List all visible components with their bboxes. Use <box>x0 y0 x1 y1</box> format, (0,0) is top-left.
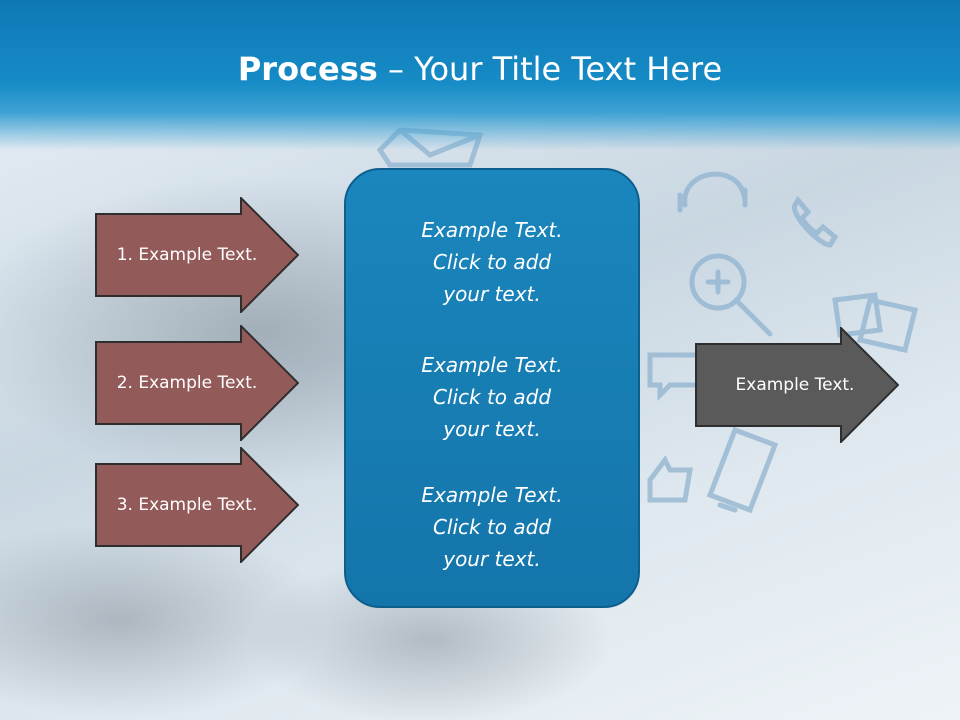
center-item-2-line-1: Example Text. <box>421 353 563 377</box>
center-item-2-line-3: your text. <box>443 417 541 441</box>
center-text-box[interactable]: Example Text. Click to add your text. Ex… <box>344 168 640 608</box>
center-item-3-line-3: your text. <box>443 547 541 571</box>
step-arrow-2-label: 2. Example Text. <box>116 373 258 393</box>
smartphone-icon <box>706 426 779 514</box>
headset-icon <box>677 171 748 213</box>
output-arrow-label: Example Text. <box>735 375 855 395</box>
step-arrow-2-shape <box>95 325 299 441</box>
center-item-1-line-3: your text. <box>443 282 541 306</box>
center-item-3: Example Text. Click to add your text. <box>346 479 638 575</box>
center-item-3-line-1: Example Text. <box>421 483 563 507</box>
like-icon <box>647 455 693 503</box>
step-arrow-3-shape <box>95 447 299 563</box>
center-item-1-line-1: Example Text. <box>421 218 563 242</box>
step-arrow-3[interactable]: 3. Example Text. <box>95 447 299 563</box>
step-arrow-1-shape <box>95 197 299 313</box>
center-item-2-line-2: Click to add <box>432 385 552 409</box>
phone-icon <box>792 195 839 248</box>
title-bold: Process <box>237 50 378 88</box>
media-icon <box>832 292 919 353</box>
zoom-icon <box>689 253 747 311</box>
title-rest: – Your Title Text Here <box>377 50 723 88</box>
center-item-3-line-2: Click to add <box>432 515 552 539</box>
step-arrow-1-label: 1. Example Text. <box>116 245 258 265</box>
step-arrow-1[interactable]: 1. Example Text. <box>95 197 299 313</box>
output-arrow-shape <box>695 327 899 443</box>
output-arrow[interactable]: Example Text. <box>695 327 899 443</box>
center-item-1-line-2: Click to add <box>432 250 552 274</box>
step-arrow-3-label: 3. Example Text. <box>116 495 258 515</box>
center-item-1: Example Text. Click to add your text. <box>346 214 638 310</box>
slide-title[interactable]: Process – Your Title Text Here <box>0 50 960 88</box>
center-item-2: Example Text. Click to add your text. <box>346 349 638 445</box>
step-arrow-2[interactable]: 2. Example Text. <box>95 325 299 441</box>
title-bar <box>0 0 960 150</box>
